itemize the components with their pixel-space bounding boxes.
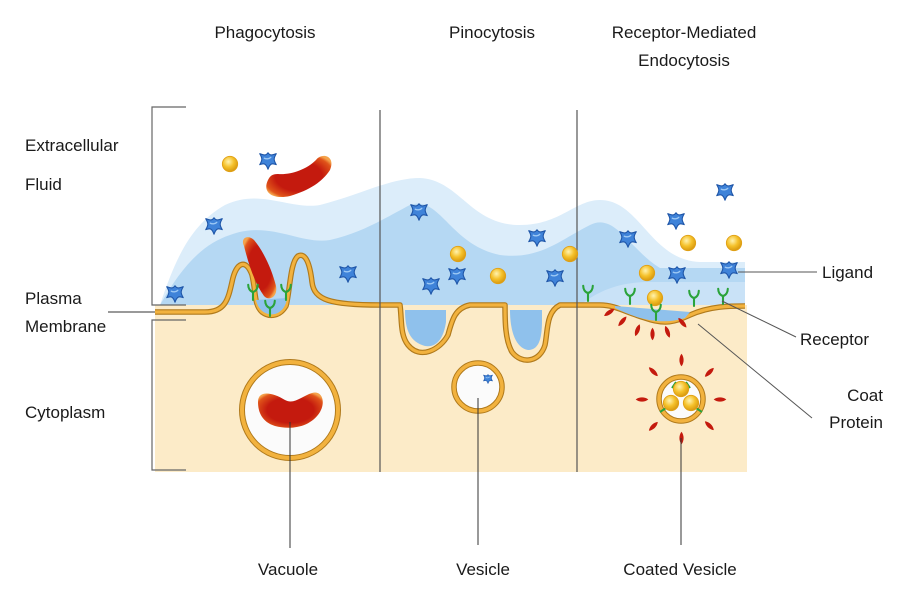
solute-particle (679, 234, 697, 252)
solute-particle (725, 234, 743, 252)
phagocytosis-pocket (256, 298, 287, 315)
solute-particle (221, 155, 239, 173)
title-pinocytosis: Pinocytosis (449, 23, 535, 42)
engulfed-cell (258, 392, 323, 428)
ligand-icon (259, 152, 277, 170)
coat-protein-leader (697, 323, 813, 419)
extracellular-bracket (151, 106, 186, 306)
solute-particle (449, 245, 467, 263)
title-rme-line2: Endocytosis (638, 51, 730, 70)
label-extracellular-line2: Fluid (25, 175, 62, 194)
solute-particle (638, 264, 656, 282)
title-phagocytosis: Phagocytosis (214, 23, 315, 42)
plasma-membrane-fill (155, 253, 746, 362)
pinocytosis-pocket-2 (510, 310, 542, 350)
red-blood-cell-engulfed (242, 237, 277, 299)
extracellular-fluid-dark (580, 282, 745, 305)
label-coat-line2: Protein (829, 413, 883, 432)
coated-vesicle (656, 374, 706, 424)
cytoplasm-bracket (151, 319, 186, 471)
receptor-leader (721, 300, 797, 338)
label-extracellular-line1: Extracellular (25, 136, 119, 155)
solute-particle (561, 245, 579, 263)
label-coat-line1: Coat (847, 386, 883, 405)
pinocytosis-pocket-1 (405, 310, 446, 347)
label-membrane-line1: Plasma (25, 289, 82, 308)
coated-pit (615, 306, 690, 322)
red-blood-cell-outside (266, 155, 332, 198)
ligand-icon (667, 212, 685, 230)
title-rme-line1: Receptor-Mediated (612, 23, 757, 42)
label-vacuole: Vacuole (258, 560, 318, 579)
label-cytoplasm: Cytoplasm (25, 403, 105, 422)
label-vesicle: Vesicle (456, 560, 510, 579)
label-receptor: Receptor (800, 330, 869, 349)
solute-particle (489, 267, 507, 285)
label-ligand: Ligand (822, 263, 873, 282)
ligand-icon (716, 183, 734, 201)
solute-particle (646, 289, 664, 307)
label-coated-vesicle: Coated Vesicle (623, 560, 736, 579)
label-membrane-line2: Membrane (25, 317, 106, 336)
